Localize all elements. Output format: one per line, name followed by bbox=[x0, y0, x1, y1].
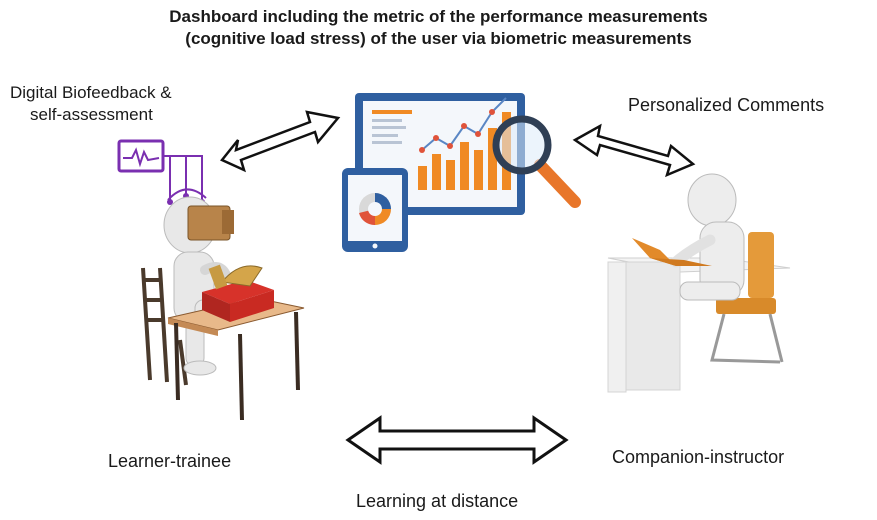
personalized-comments-label: Personalized Comments bbox=[628, 95, 825, 115]
biofeedback-label: Digital Biofeedback & self-assessment bbox=[10, 82, 172, 126]
biosensor-icon bbox=[117, 139, 207, 205]
instructor-label: Companion-instructor bbox=[612, 447, 785, 467]
learner-figure-icon bbox=[141, 196, 305, 421]
tablet-icon bbox=[342, 168, 408, 252]
distance-label: Learning at distance bbox=[356, 491, 519, 511]
biofeedback-label-line-2: self-assessment bbox=[30, 105, 153, 124]
double-arrow-icon bbox=[220, 110, 341, 173]
instructor-figure-icon bbox=[607, 173, 791, 393]
double-arrow-icon bbox=[345, 415, 569, 465]
double-arrow-icon bbox=[572, 123, 696, 178]
biofeedback-label-line-1: Digital Biofeedback & bbox=[10, 83, 172, 102]
magnifier-icon bbox=[492, 115, 581, 208]
title-line-1: Dashboard including the metric of the pe… bbox=[169, 7, 708, 26]
diagram-title: Dashboard including the metric of the pe… bbox=[0, 6, 877, 50]
title-line-2: (cognitive load stress) of the user via … bbox=[185, 29, 692, 48]
learner-label: Learner-trainee bbox=[108, 451, 232, 471]
